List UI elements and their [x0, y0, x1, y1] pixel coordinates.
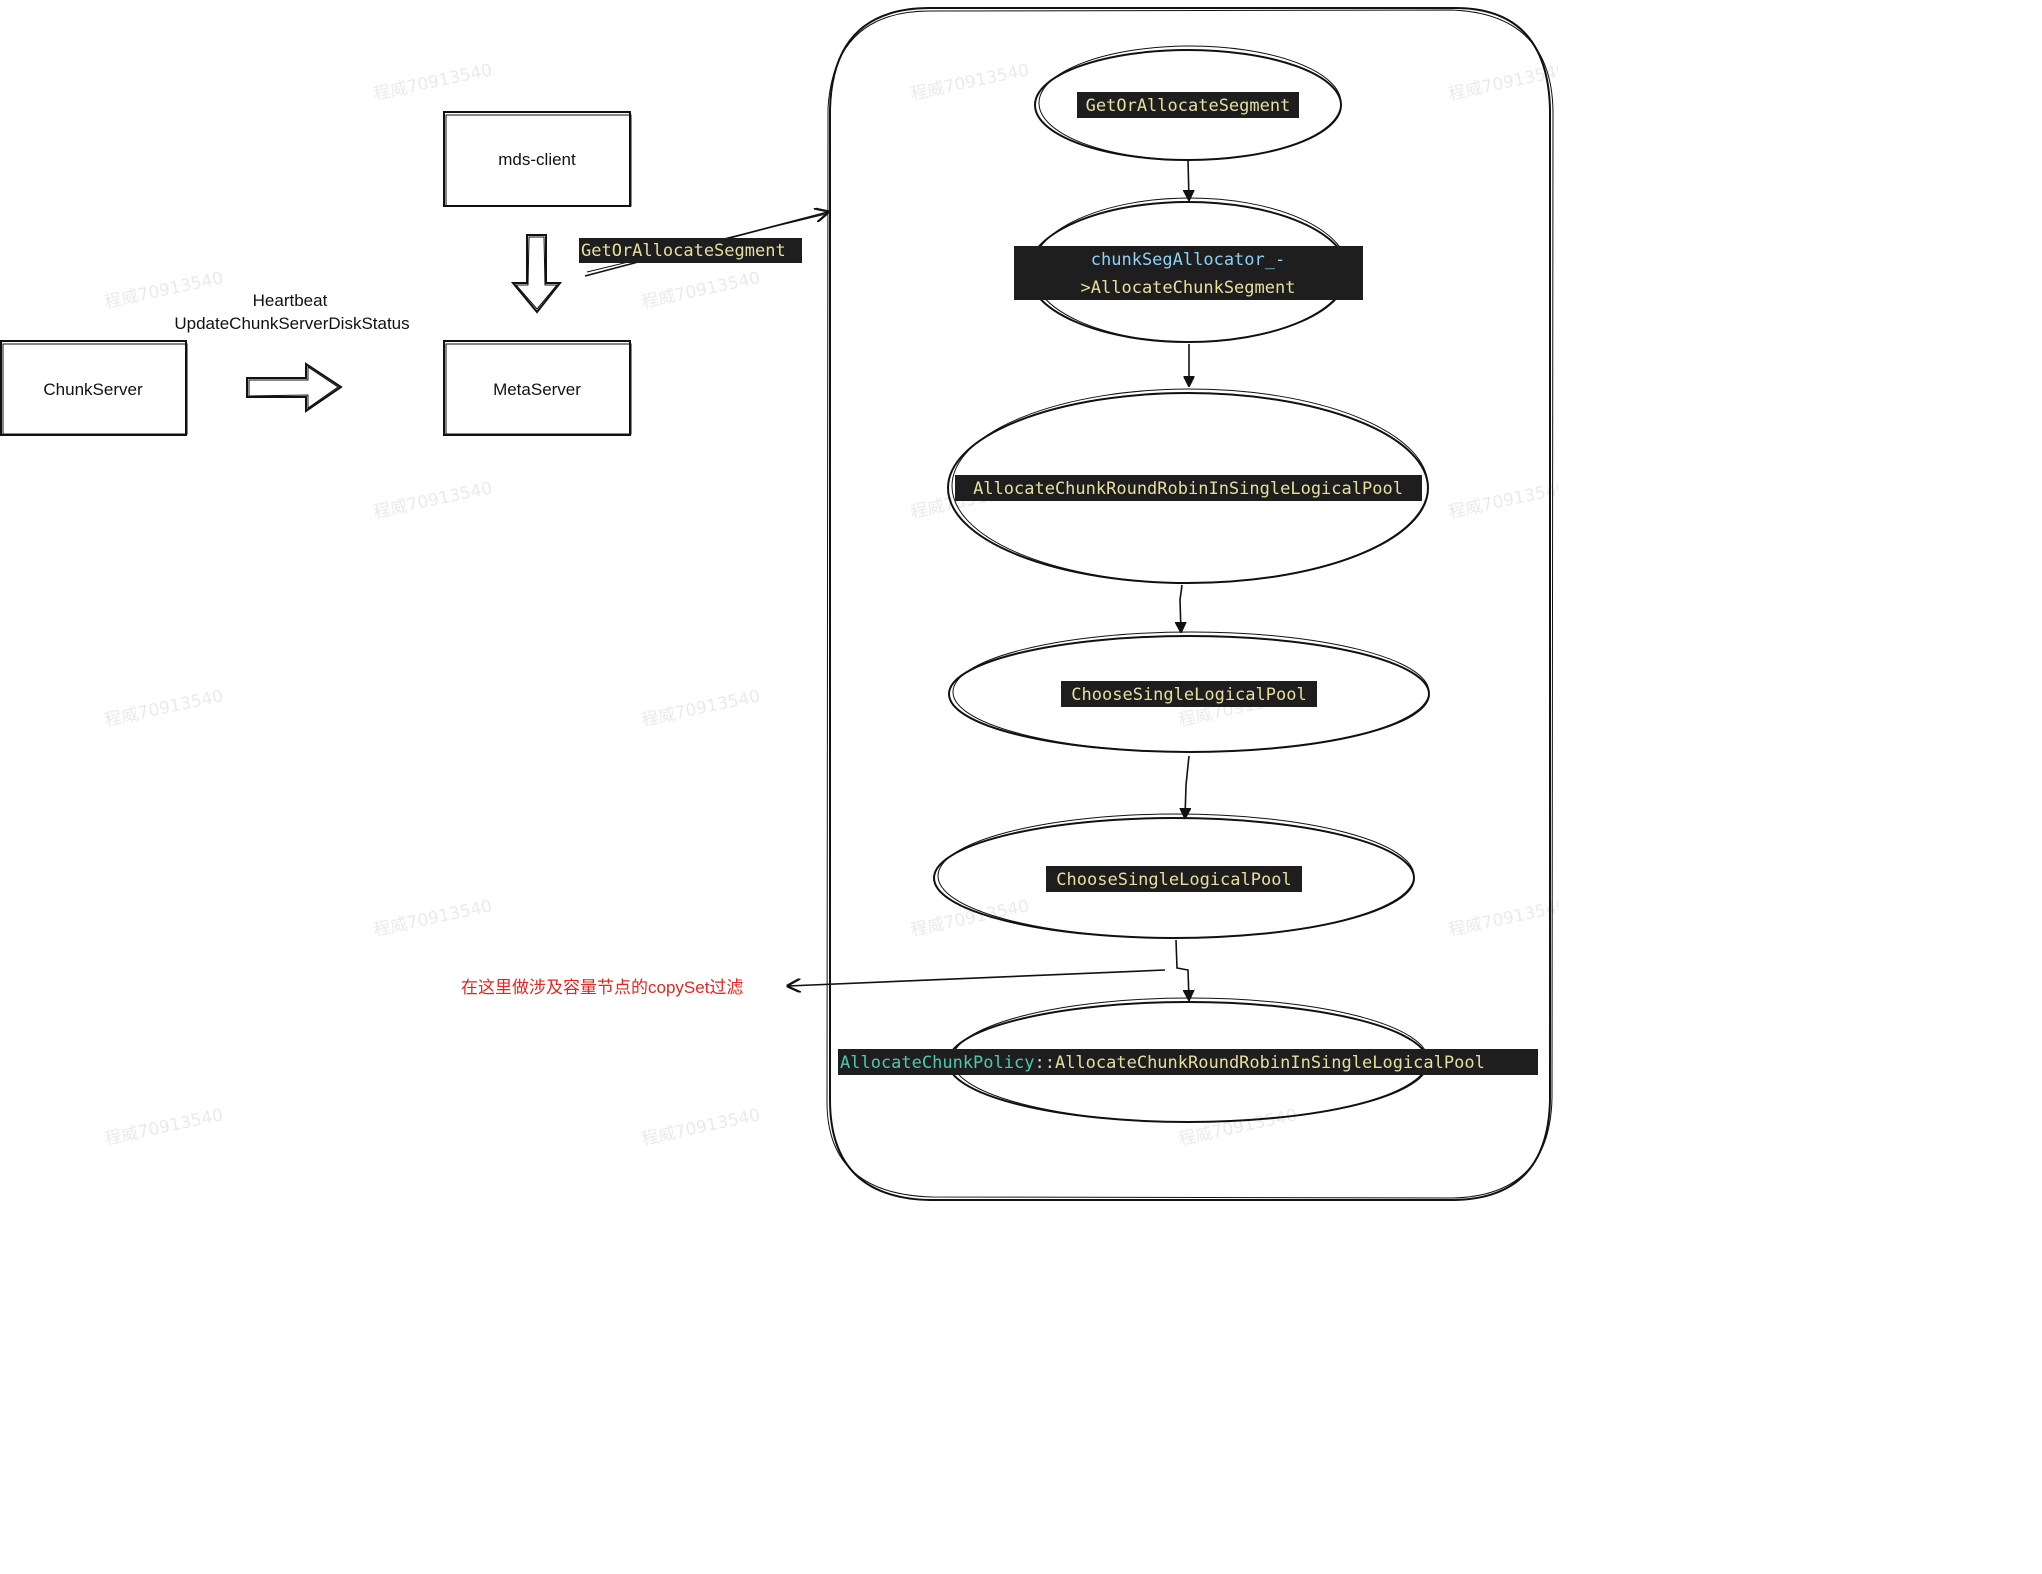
- step1-label: GetOrAllocateSegment: [1086, 96, 1291, 116]
- request-block-arrow: [510, 234, 563, 314]
- mds-client-box: mds-client: [443, 111, 632, 207]
- watermark: 程威70913540: [640, 1105, 762, 1150]
- heartbeat-label: Heartbeat: [253, 291, 328, 310]
- step2-label-line1: chunkSegAllocator_-: [1091, 250, 1285, 270]
- flow-container: [826, 7, 1554, 1201]
- update-status-label: UpdateChunkServerDiskStatus: [174, 314, 409, 333]
- diagram-canvas: 程威70913540 程威70913540 程威70913540 程威70913…: [0, 7, 1558, 1201]
- step4-label: ChooseSingleLogicalPool: [1071, 685, 1306, 705]
- meta-server-label: MetaServer: [493, 380, 581, 399]
- watermark: 程威70913540: [372, 60, 494, 105]
- watermark: 程威70913540: [372, 478, 494, 523]
- arrow-code-label: GetOrAllocateSegment: [581, 241, 786, 261]
- watermark: 程威70913540: [103, 1105, 225, 1150]
- step6-label: AllocateChunkPolicy::AllocateChunkRoundR…: [840, 1053, 1485, 1073]
- step1-node: GetOrAllocateSegment: [1034, 45, 1342, 161]
- watermark: 程威70913540: [1447, 60, 1558, 105]
- watermark: 程威70913540: [1447, 478, 1558, 523]
- chunk-server-label: ChunkServer: [43, 380, 143, 399]
- copyset-note-arrow: [788, 969, 1166, 986]
- flow-connectors: [1176, 159, 1189, 1000]
- step5-label: ChooseSingleLogicalPool: [1056, 870, 1291, 890]
- step4-node: ChooseSingleLogicalPool: [948, 631, 1430, 753]
- watermark: 程威70913540: [640, 268, 762, 313]
- step3-label: AllocateChunkRoundRobinInSingleLogicalPo…: [973, 479, 1403, 499]
- meta-server-box: MetaServer: [443, 340, 632, 436]
- watermark: 程威70913540: [103, 268, 225, 313]
- step6-separator: ::: [1034, 1053, 1054, 1073]
- step6-method: AllocateChunkRoundRobinInSingleLogicalPo…: [1055, 1053, 1485, 1073]
- step3-node: AllocateChunkRoundRobinInSingleLogicalPo…: [947, 388, 1429, 584]
- arrow-code-bg: [579, 238, 802, 263]
- step6-class: AllocateChunkPolicy: [840, 1053, 1034, 1073]
- step6-node: AllocateChunkPolicy::AllocateChunkRoundR…: [838, 997, 1538, 1123]
- watermark: 程威70913540: [909, 60, 1031, 105]
- watermark: 程威70913540: [640, 686, 762, 731]
- watermark: 程威70913540: [1447, 896, 1558, 941]
- watermark: 程威70913540: [909, 896, 1031, 941]
- step5-node: ChooseSingleLogicalPool: [933, 813, 1415, 939]
- mds-client-label: mds-client: [498, 150, 576, 169]
- watermark: 程威70913540: [372, 896, 494, 941]
- heartbeat-block-arrow: [246, 362, 343, 413]
- chunk-server-box: ChunkServer: [0, 340, 188, 436]
- copyset-note: 在这里做涉及容量节点的copySet过滤: [461, 978, 743, 997]
- watermark: 程威70913540: [1177, 1105, 1299, 1150]
- step2-label-line2: >AllocateChunkSegment: [1081, 278, 1296, 298]
- flow-diagram: 程威70913540 程威70913540 程威70913540 程威70913…: [0, 7, 1558, 1201]
- watermark: 程威70913540: [103, 686, 225, 731]
- step2-node: chunkSegAllocator_- >AllocateChunkSegmen…: [1014, 197, 1363, 343]
